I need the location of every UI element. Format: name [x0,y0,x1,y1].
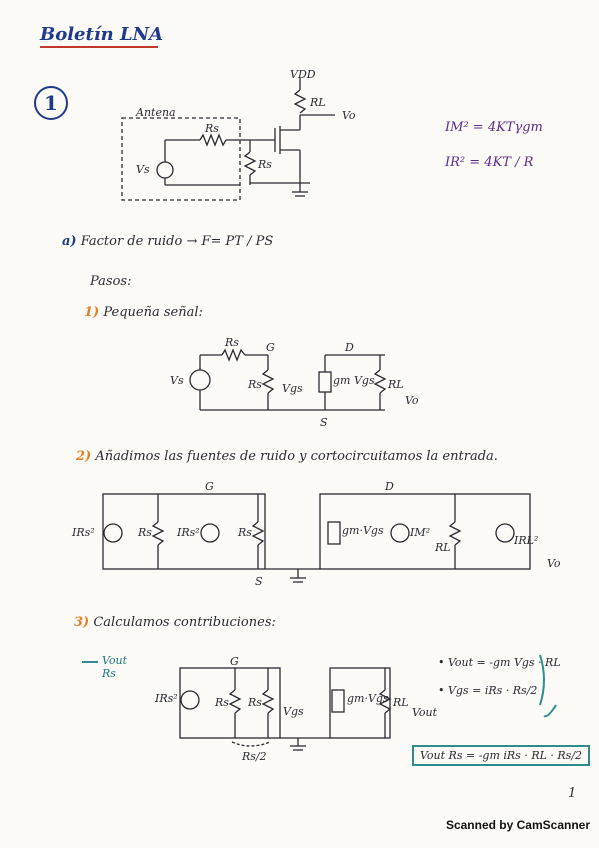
step3-rl: RL [393,696,409,709]
step1-s: S [320,416,328,429]
step1-vo: Vo [405,394,419,407]
step3-number: 3) [74,615,90,630]
step2-gm: gm·Vgs [342,524,384,537]
step2-rl: RL [435,541,451,554]
scanner-footer: Scanned by CamScanner [445,818,590,832]
rs-bias-resistor [243,151,257,176]
step3-vout-rs: Vout Rs [102,654,128,680]
step2-g: G [205,480,214,493]
step2-text: Añadimos las fuentes de ruido y cortocir… [95,449,498,464]
rl-label: RL [310,96,326,109]
step2-irs: IRs² [72,526,95,539]
step2-irs2: IRs² [177,526,200,539]
page-title: Boletín LNA [40,24,164,45]
step1-d: D [345,341,354,354]
step1-number: 1) [84,305,100,320]
rs-resistor [199,133,227,147]
step2-number: 2) [76,449,92,464]
title-underline [40,46,158,48]
part-a-label: a) [62,234,77,249]
step3-g: G [230,655,239,668]
step1-gm: gm Vgs [333,374,375,387]
resistor-noise-eq: IR² = 4KT / R [445,155,534,170]
step2-d: D [385,480,394,493]
step3-eq1: • Vout = -gm Vgs · RL [438,656,561,669]
vo-label: Vo [342,109,356,122]
step3-vout: Vout [412,706,438,719]
steps-label: Pasos: [90,274,132,289]
step2-rs2: Rs [238,526,252,539]
step3-text: Calculamos contribuciones: [93,615,276,630]
drain-noise-eq: IM² = 4KTγgm [445,120,543,135]
step1-rl: RL [388,378,404,391]
rl-resistor [293,89,307,114]
step1-vgs: Vgs [282,382,303,395]
step1-rs2: Rs [248,378,262,391]
step2-irl: IRL² [514,534,539,547]
step3-gm: gm·Vgs [347,692,389,705]
step3-result: Vout Rs = -gm iRs · RL · Rs/2 [412,745,591,766]
step3-vgs: Vgs [283,705,304,718]
rs-bias-label: Rs [258,158,272,171]
step2-rs: Rs [138,526,152,539]
step2-s: S [255,575,263,588]
antena-label: Antena [136,106,176,119]
vs-source [156,161,174,179]
step1-g: G [266,341,275,354]
step2-vo: Vo [547,557,561,570]
step3-rs2: Rs [248,696,262,709]
page-number: 1 [568,786,577,801]
antenna-box [121,117,241,201]
step1-rs: Rs [225,336,239,349]
vdd-label: VDD [290,68,316,81]
step3-eq2: • Vgs = iRs · Rs/2 [438,684,538,697]
rs-label: Rs [205,122,219,135]
step1-text: Pequeña señal: [103,305,203,320]
step3-irs: IRs² [155,692,178,705]
part-a-text: Factor de ruido → F= PT / PS [80,234,274,249]
step3-rs-half: Rs/2 [242,750,267,763]
step2-im: IM² [410,526,431,539]
vs-label: Vs [136,163,150,176]
step1-vs: Vs [170,374,184,387]
step3-rs: Rs [215,696,229,709]
problem-number: 1 [34,86,68,120]
